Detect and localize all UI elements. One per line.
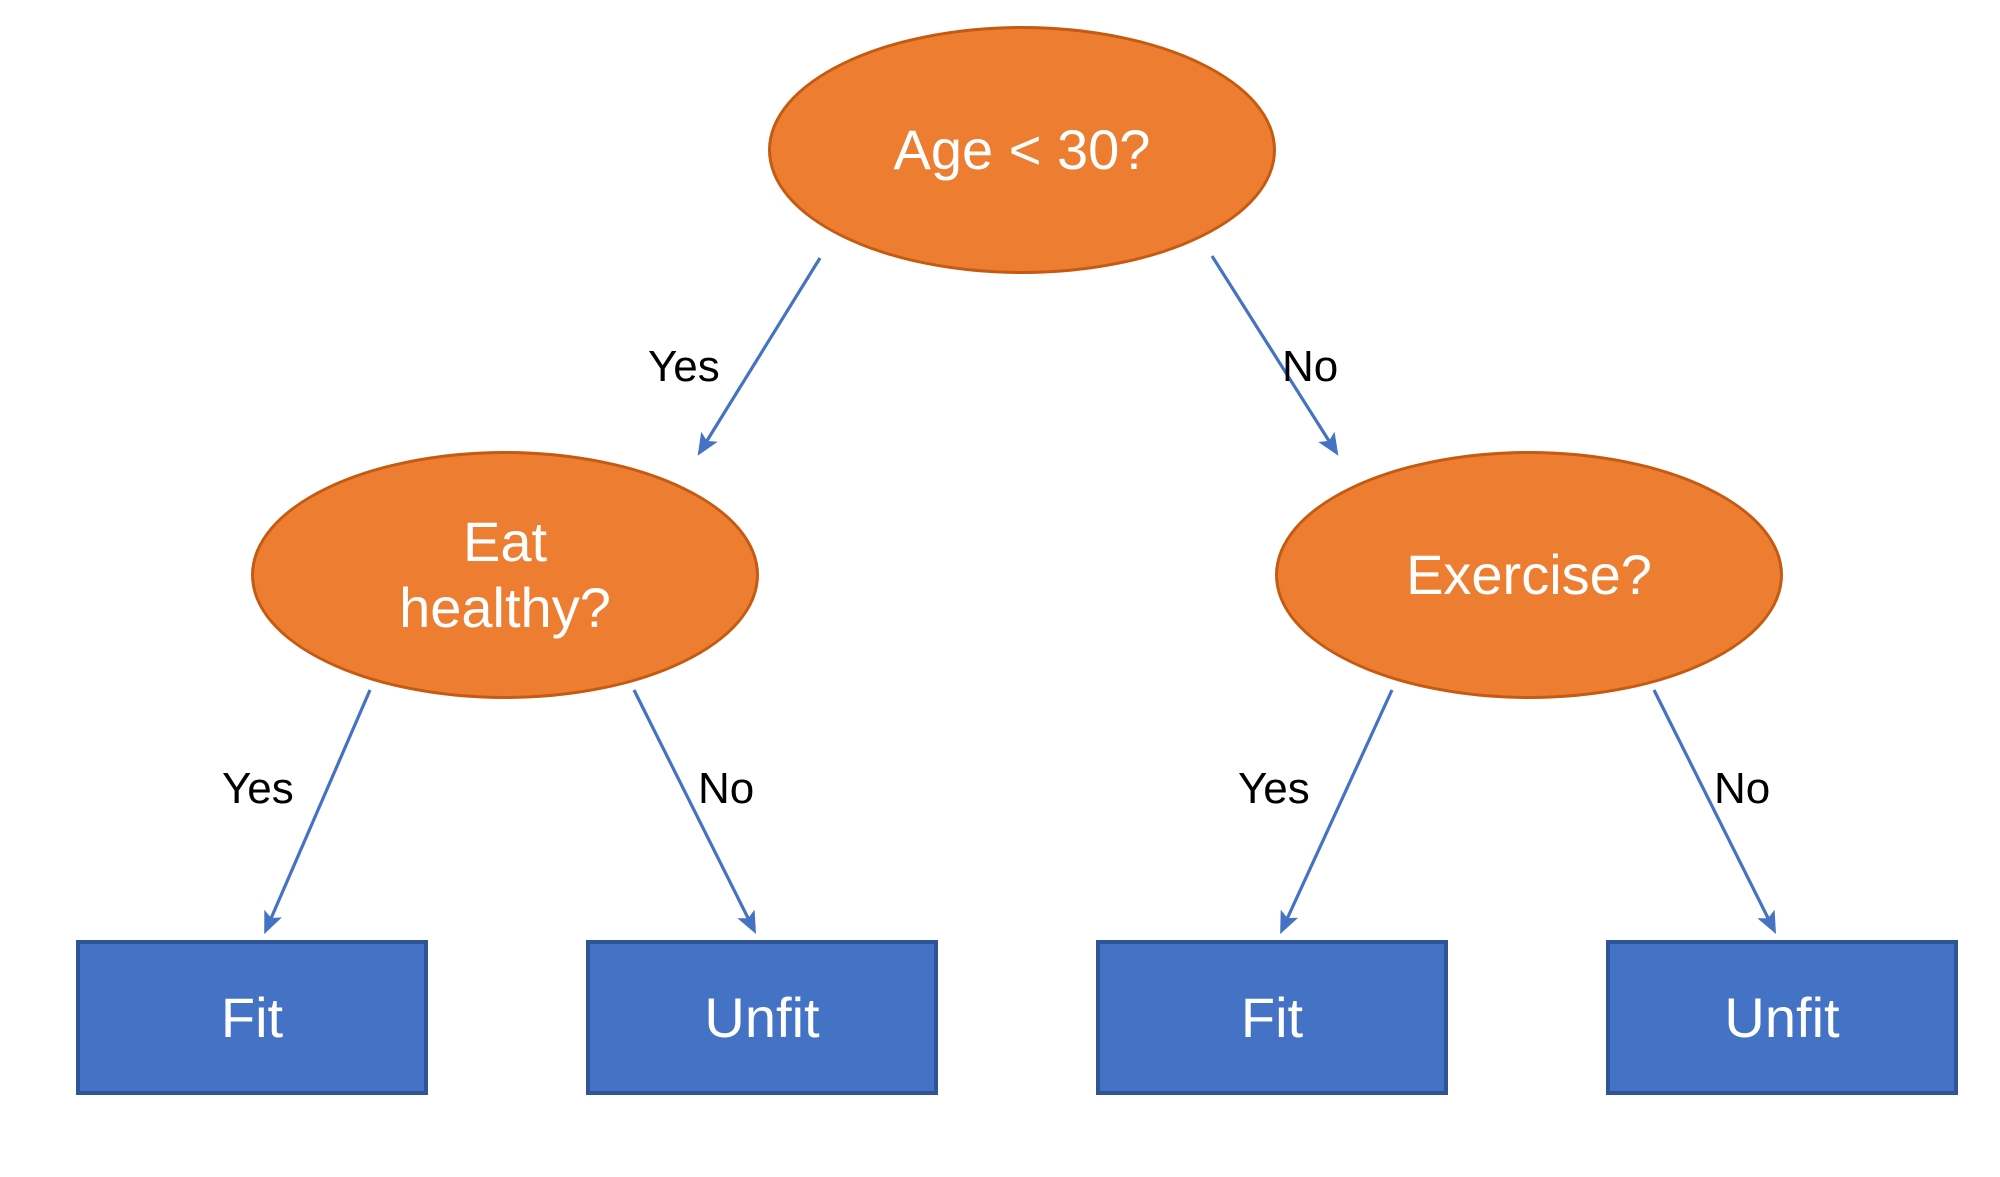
edge-eat-to-fit [264,689,372,935]
decision-node-root[interactable]: Age < 30? [768,26,1276,274]
leaf-node-fit-eat-healthy-yes[interactable]: Fit [76,940,428,1095]
edge-exercise-to-unfit [1652,689,1777,935]
edge-eat-to-unfit [632,689,757,935]
leaf-node-label: Fit [1240,986,1304,1049]
leaf-node-label: Unfit [704,986,820,1049]
leaf-node-unfit-exercise-no[interactable]: Unfit [1606,940,1958,1095]
edge-root-to-eat [697,257,822,456]
leaf-node-unfit-eat-healthy-no[interactable]: Unfit [586,940,938,1095]
decision-node-exercise[interactable]: Exercise? [1275,451,1783,699]
decision-node-eat-healthy[interactable]: Eat healthy? [251,451,759,699]
leaf-node-label: Fit [220,986,284,1049]
edge-label-root-yes: Yes [648,342,720,391]
edge-exercise-to-fit [1280,689,1394,935]
edge-label-exercise-no: No [1714,764,1771,813]
leaf-node-fit-exercise-yes[interactable]: Fit [1096,940,1448,1095]
edge-label-eat-healthy-yes: Yes [222,764,294,813]
decision-node-exercise-label: Exercise? [1406,542,1652,606]
edge-label-eat-healthy-no: No [698,764,755,813]
leaf-node-label: Unfit [1724,986,1840,1049]
decision-node-root-label: Age < 30? [893,117,1151,181]
edge-label-root-no: No [1282,342,1339,391]
edge-root-to-exercise [1210,255,1339,456]
decision-node-eat-healthy-label: Eat healthy? [399,509,611,639]
edge-label-exercise-yes: Yes [1238,764,1310,813]
